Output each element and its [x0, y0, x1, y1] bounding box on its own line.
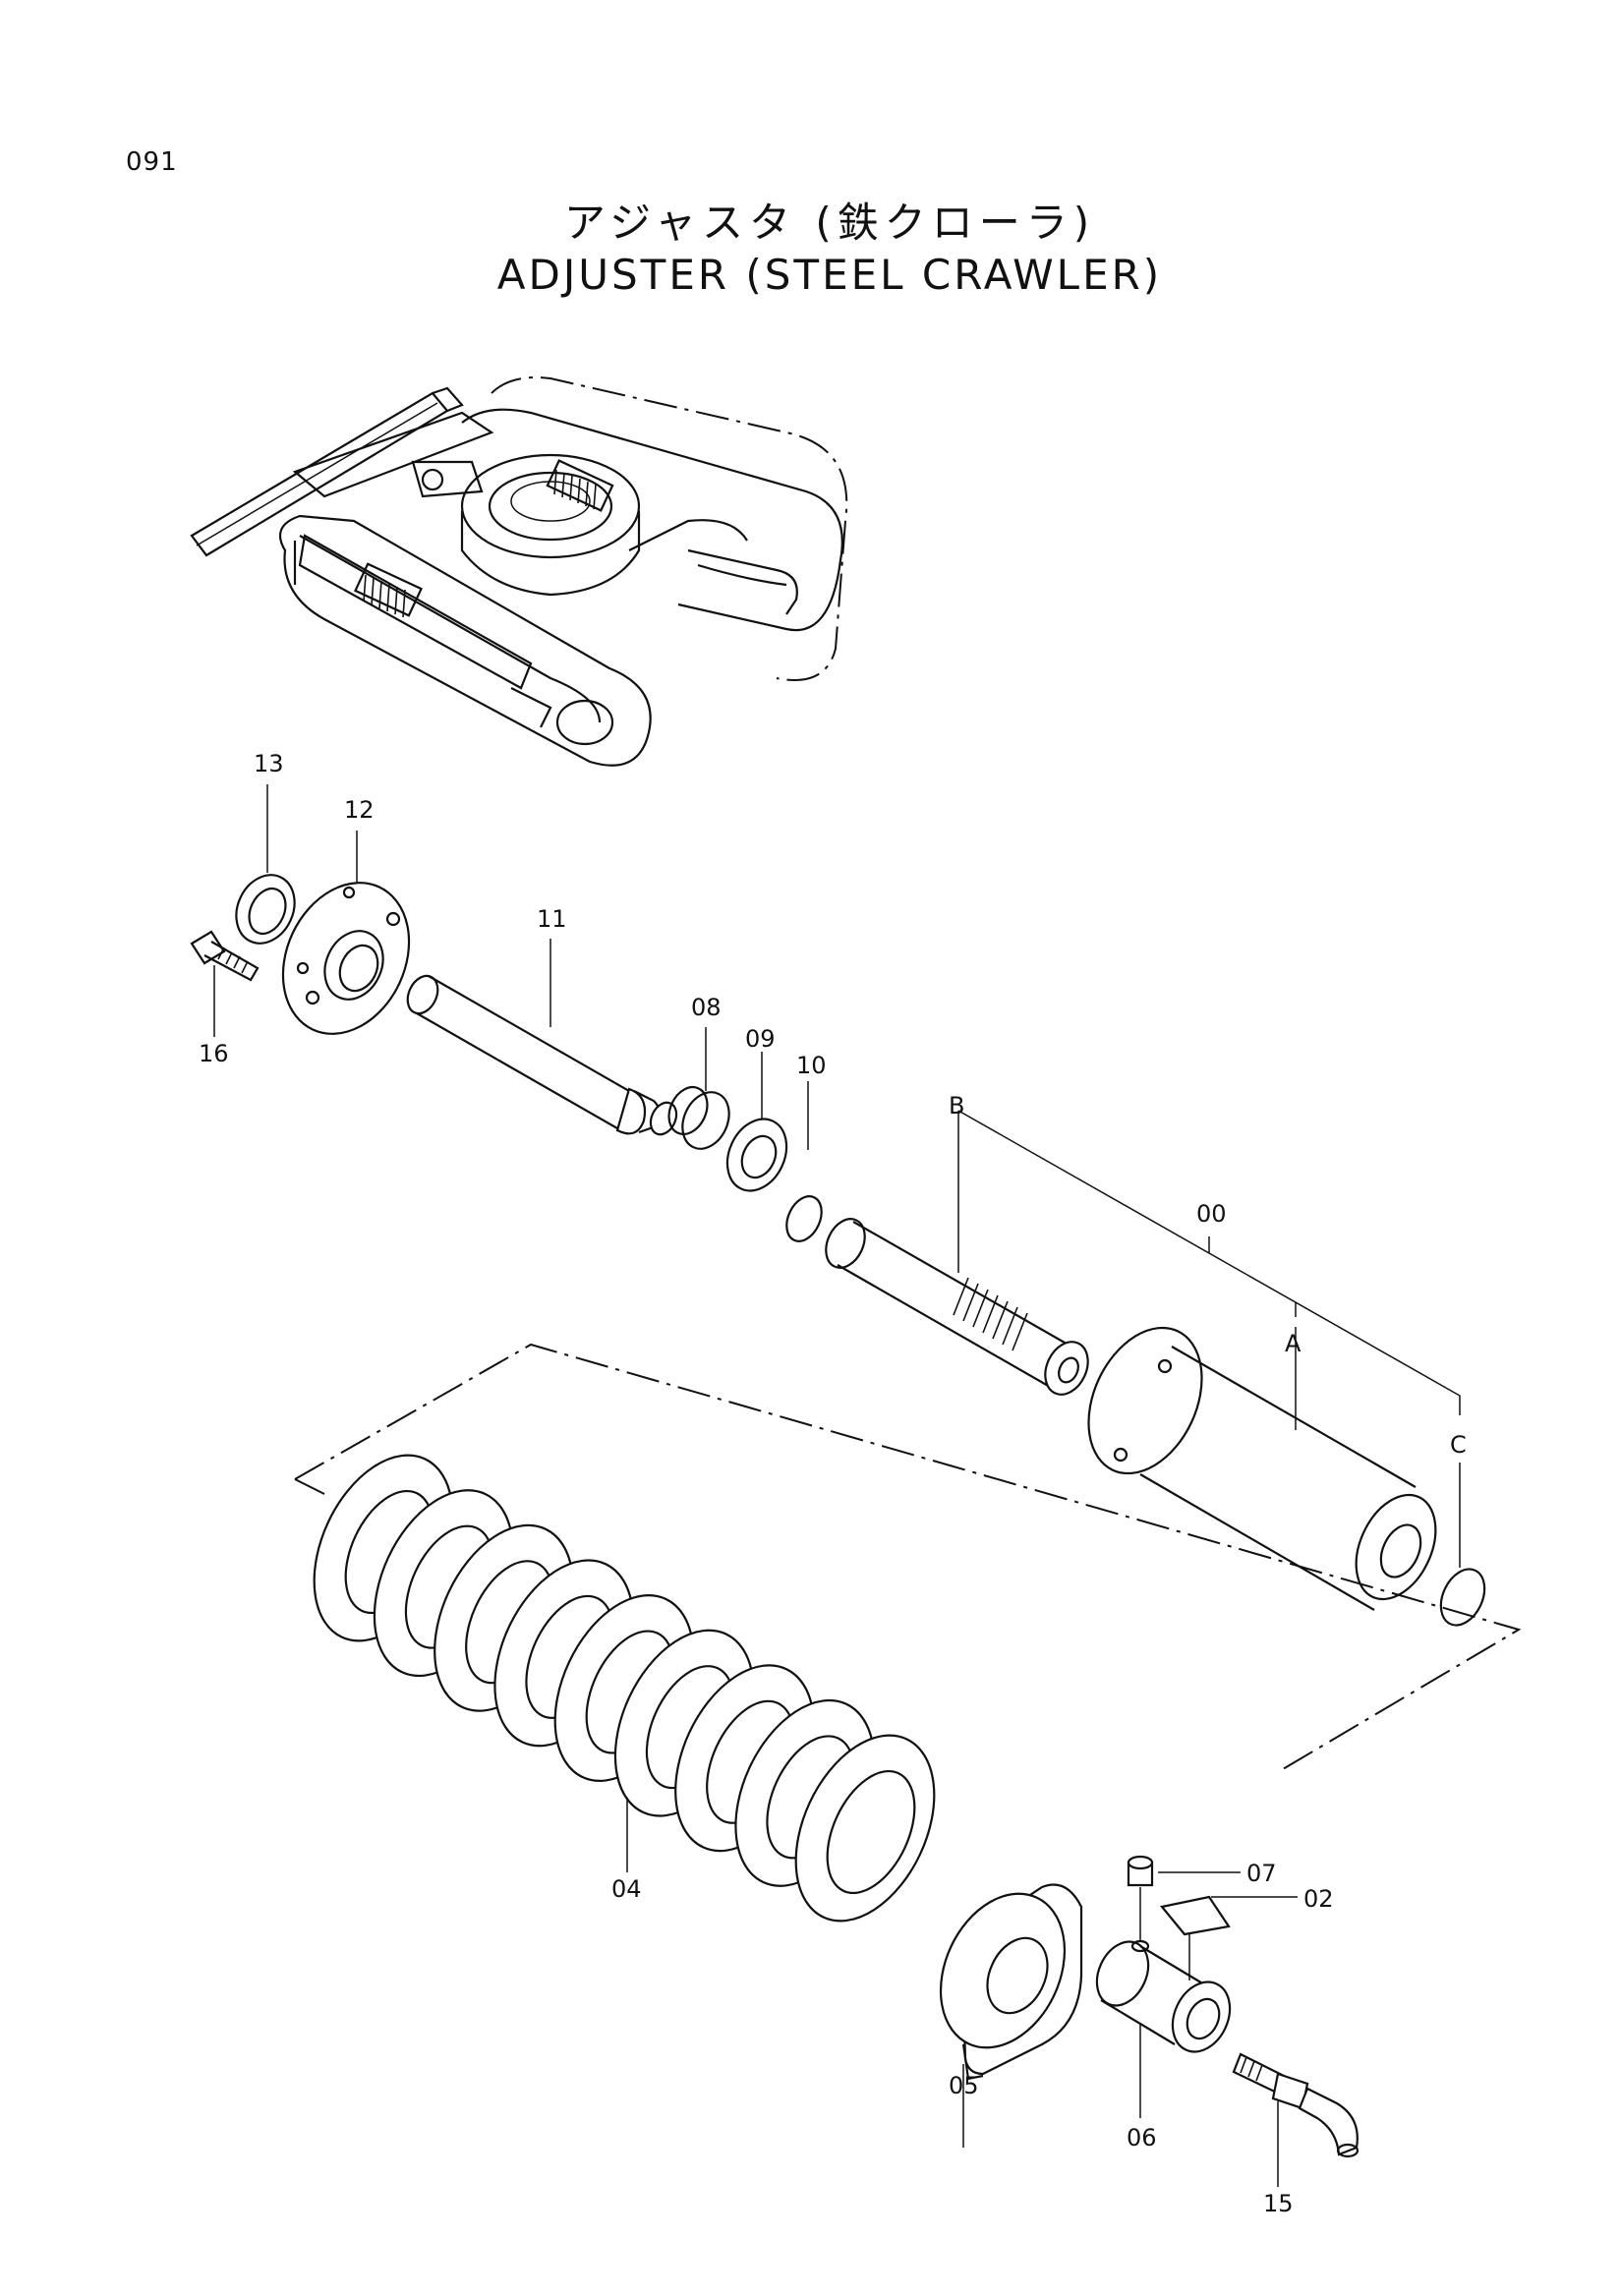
label-02: 02	[1303, 1885, 1334, 1913]
part-b-piston-rod	[825, 1130, 1089, 1396]
spring-coil-inner	[826, 1769, 916, 1895]
part-a-cylinder	[1087, 1326, 1437, 1611]
part-16-bolt	[190, 930, 260, 1037]
page-number: 091	[126, 147, 178, 177]
diagram-title-english: ADJUSTER (STEEL CRAWLER)	[496, 251, 1163, 299]
label-11: 11	[537, 905, 567, 933]
label-b: B	[949, 1092, 964, 1119]
label-15: 15	[1263, 2190, 1294, 2217]
label-06: 06	[1127, 2124, 1157, 2152]
part-06-valve-body	[1095, 1926, 1232, 2118]
part-07-plug	[1127, 1855, 1241, 1941]
undercarriage-overview-illustration	[190, 376, 848, 767]
part-c-o-ring	[1439, 1463, 1486, 1627]
assembly-00-bracket	[957, 1110, 1461, 1415]
label-07: 07	[1246, 1860, 1277, 1887]
part-12-flange	[281, 831, 411, 1035]
part-number-labels: 13 12 16 11 08 09 10 B 00 A C 04 07 02 0…	[199, 750, 1467, 2217]
part-04-recoil-spring	[313, 1454, 936, 1923]
diagram-title-japanese: アジャスタ (鉄クローラ)	[563, 199, 1096, 247]
part-02-shim	[1159, 1895, 1298, 1936]
label-13: 13	[254, 750, 284, 777]
label-16: 16	[199, 1040, 229, 1067]
label-04: 04	[611, 1875, 642, 1903]
part-13-seal-ring	[235, 784, 296, 945]
part-09-nut	[725, 1052, 788, 1192]
part-08-bushing	[667, 1027, 730, 1150]
part-15-grease-fitting	[1232, 2052, 1360, 2187]
label-05: 05	[949, 2072, 979, 2099]
label-a: A	[1285, 1330, 1302, 1357]
label-00: 00	[1196, 1200, 1227, 1228]
spring-assembly-outline	[294, 1343, 1522, 1770]
part-11-rod	[406, 939, 678, 1136]
part-05-spring-holder	[939, 1883, 1083, 2148]
label-09: 09	[745, 1025, 776, 1053]
label-08: 08	[691, 994, 722, 1021]
part-10-snap-ring	[785, 1081, 823, 1242]
label-c: C	[1450, 1431, 1467, 1459]
label-10: 10	[796, 1052, 827, 1079]
label-12: 12	[344, 796, 375, 824]
